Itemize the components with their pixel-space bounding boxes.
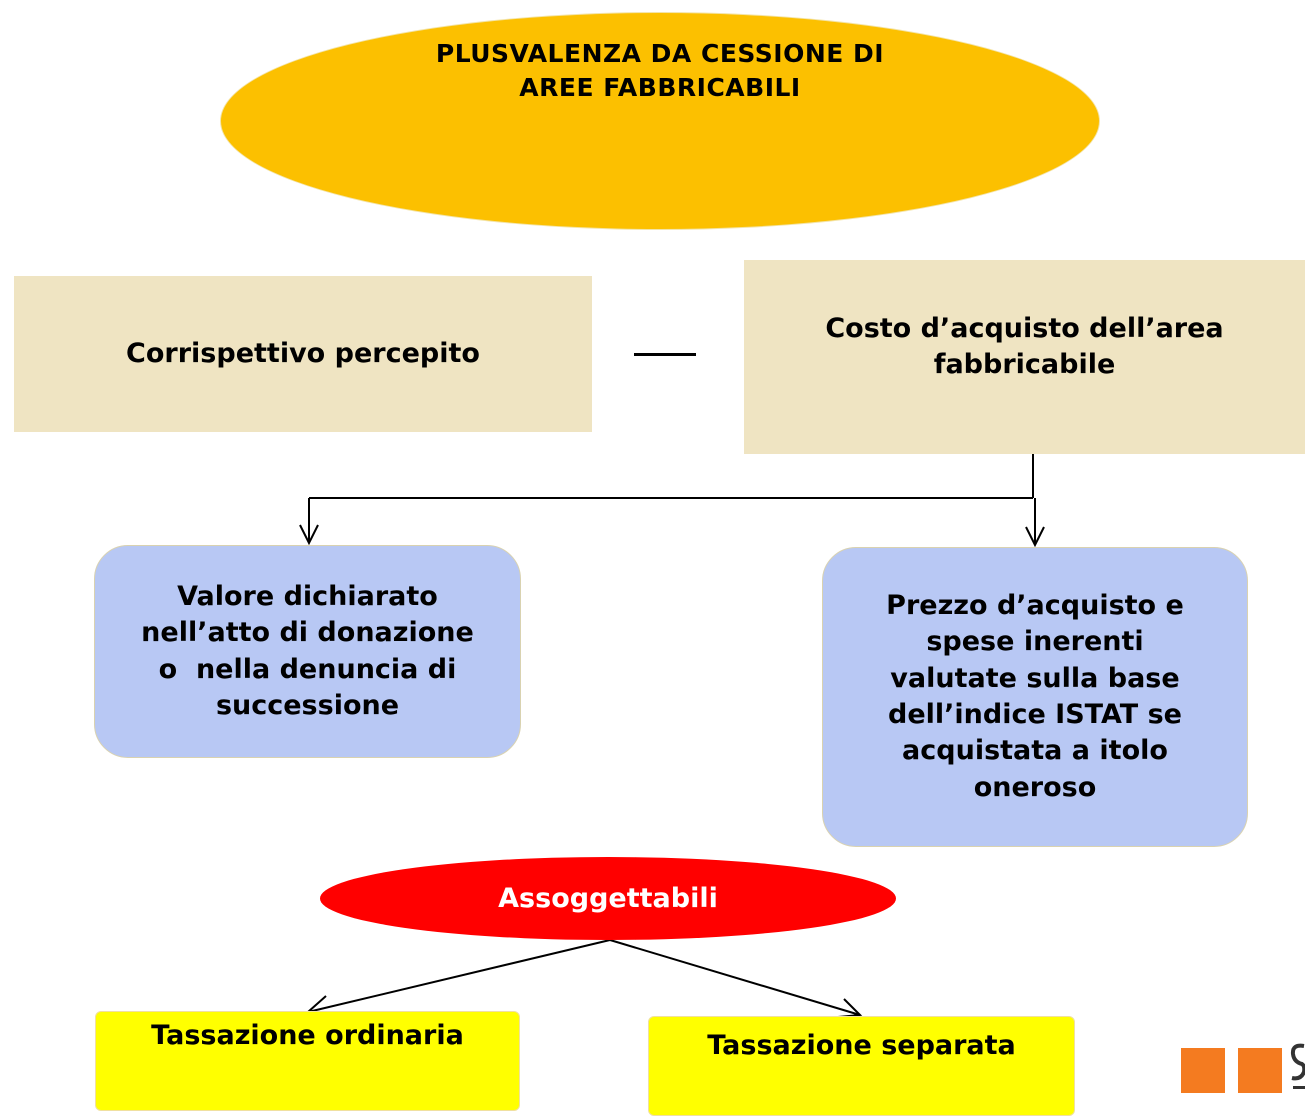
tassazione-ordinaria-box: Tassazione ordinaria <box>95 1011 520 1111</box>
title-line-2: AREE FABBRICABILI <box>519 73 801 102</box>
tassazione-separata-box: Tassazione separata <box>648 1016 1075 1116</box>
logo-square-1 <box>1181 1048 1225 1093</box>
title-ellipse: PLUSVALENZA DA CESSIONE DI AREE FABBRICA… <box>220 12 1100 230</box>
valore-line-1: Valore dichiarato <box>177 580 438 612</box>
assoggettabili-ellipse: Assoggettabili <box>320 857 896 940</box>
prezzo-acquisto-box: Prezzo d’acquisto e spese inerenti valut… <box>822 547 1248 847</box>
tassazione-ordinaria-label: Tassazione ordinaria <box>151 1019 464 1051</box>
logo-square-2 <box>1238 1048 1282 1093</box>
valore-line-2: nell’atto di donazione <box>141 617 474 649</box>
assoggettabili-label: Assoggettabili <box>498 883 718 914</box>
costo-acquisto-box: Costo d’acquisto dell’area fabbricabile <box>744 260 1305 454</box>
costo-line-1: Costo d’acquisto dell’area <box>825 312 1224 344</box>
corrispettivo-label: Corrispettivo percepito <box>126 337 480 369</box>
separate-arrowhead <box>837 998 863 1018</box>
costo-line-2: fabbricabile <box>933 349 1116 380</box>
prezzo-line-2: spese inerenti <box>926 626 1144 658</box>
tassazione-separata-label: Tassazione separata <box>707 1029 1016 1061</box>
separate-arrow-line <box>609 939 861 1016</box>
prezzo-line-4: dell’indice ISTAT se <box>888 699 1182 730</box>
ordinary-arrow-line <box>307 939 611 1013</box>
corrispettivo-box: Corrispettivo percepito <box>14 276 592 432</box>
prezzo-line-6: oneroso <box>973 771 1097 803</box>
valore-dichiarato-box: Valore dichiarato nell’atto di donazione… <box>94 545 521 758</box>
minus-operator <box>634 353 696 356</box>
left-branch-arrowhead <box>299 524 319 546</box>
title-line-1: PLUSVALENZA DA CESSIONE DI <box>435 39 885 69</box>
logo-glyph-icon <box>1290 1040 1305 1093</box>
prezzo-line-5: acquistata a itolo <box>902 735 1168 767</box>
valore-line-3: o nella denuncia di <box>158 653 457 685</box>
right-branch-arrowhead <box>1025 526 1045 548</box>
valore-line-4: successione <box>215 689 400 721</box>
prezzo-line-1: Prezzo d’acquisto e <box>886 589 1184 621</box>
prezzo-line-3: valutate sulla base <box>890 662 1180 694</box>
